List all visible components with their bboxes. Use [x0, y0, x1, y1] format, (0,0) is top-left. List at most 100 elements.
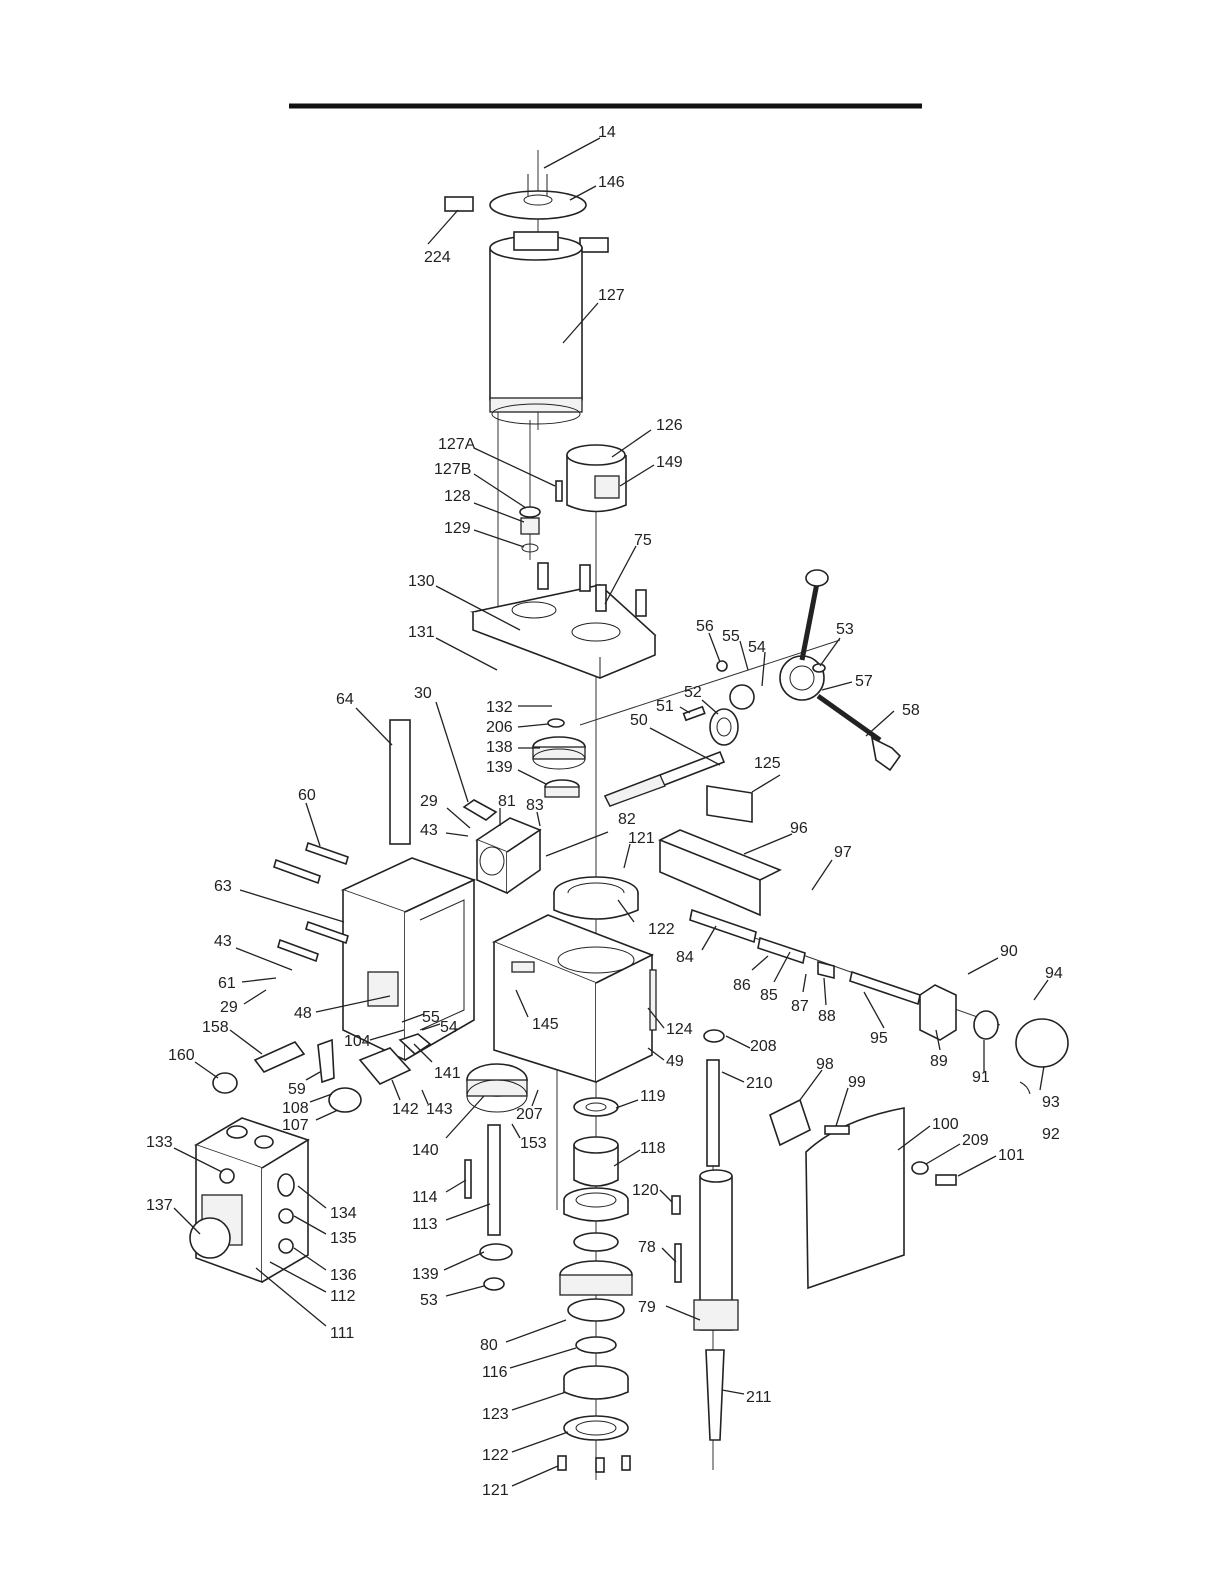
part-label: 53: [420, 1292, 438, 1309]
part-label: 49: [666, 1053, 684, 1070]
part-label: 48: [294, 1005, 312, 1022]
part-label: 209: [962, 1132, 989, 1149]
bearing-upper: [563, 1187, 629, 1222]
part-label: 97: [834, 844, 852, 861]
lever-59: [317, 1038, 335, 1084]
part-label: 158: [202, 1019, 229, 1036]
part-label: 54: [748, 639, 766, 656]
part-label: 29: [420, 793, 438, 810]
part-label: 83: [526, 797, 544, 814]
part-label: 207: [516, 1106, 543, 1123]
part-label: 123: [482, 1406, 509, 1423]
part-label: 122: [482, 1447, 509, 1464]
part-label: 128: [444, 488, 471, 505]
ring-upper: [573, 1232, 619, 1252]
collar-91: [973, 1010, 999, 1040]
part-label: 55: [722, 628, 740, 645]
hub-57: [729, 655, 825, 710]
bearing-119: [573, 1097, 619, 1117]
knob-160: [212, 1072, 238, 1094]
cover-126: [566, 444, 627, 513]
part-label: 143: [426, 1101, 453, 1118]
part-label: 125: [754, 755, 781, 772]
pinion-shaft-50: [603, 750, 726, 808]
pin-56: [716, 660, 728, 672]
leader-lines: [173, 137, 1049, 1487]
part-label: 96: [790, 820, 808, 837]
part-label: 127: [598, 287, 625, 304]
key-120: [671, 1195, 681, 1215]
part-label: 122: [648, 921, 675, 938]
part-label: 149: [656, 454, 683, 471]
part-label: 93: [1042, 1094, 1060, 1111]
part-label: 86: [733, 977, 751, 994]
part-label: 80: [480, 1337, 498, 1354]
part-label: 138: [486, 739, 513, 756]
part-label: 50: [630, 712, 648, 729]
feed-shaft-assembly: [689, 908, 921, 1006]
hub-107: [328, 1087, 362, 1113]
bracket-141: [398, 1033, 432, 1056]
part-label: 130: [408, 573, 435, 590]
clip-92: [1019, 1081, 1031, 1095]
part-label: 111: [330, 1325, 354, 1342]
pin-158: [253, 1041, 306, 1073]
shift-pin-30: [462, 799, 498, 821]
part-label: 129: [444, 520, 471, 537]
part-label: 81: [498, 793, 516, 810]
part-label: 43: [420, 822, 438, 839]
block-81: [475, 817, 542, 895]
brush-holder-224: [444, 196, 609, 253]
part-label: 82: [618, 811, 636, 828]
headstock-124: [492, 914, 657, 1084]
part-label: 135: [330, 1230, 357, 1247]
part-label: 29: [220, 999, 238, 1016]
part-label: 88: [818, 1008, 836, 1025]
bearing-139: [544, 779, 580, 798]
part-label: 61: [218, 975, 236, 992]
part-label: 104: [344, 1033, 371, 1050]
part-label: 57: [855, 673, 873, 690]
nut-208: [703, 1029, 725, 1043]
part-label: 58: [902, 702, 920, 719]
part-label: 30: [414, 685, 432, 702]
quill-79: [693, 1169, 739, 1331]
part-label: 121: [628, 830, 655, 847]
part-label: 91: [972, 1069, 990, 1086]
screws-121: [557, 1455, 631, 1473]
part-label: 85: [760, 987, 778, 1004]
part-label: 87: [791, 998, 809, 1015]
label-plate-125: [706, 785, 753, 823]
cover-100: [805, 1107, 905, 1290]
part-label: 100: [932, 1116, 959, 1133]
bolts-60: [273, 841, 349, 963]
drawbar-210: [706, 1059, 720, 1167]
part-label: 127B: [434, 461, 471, 478]
part-label: 95: [870, 1030, 888, 1047]
part-label: 56: [696, 618, 714, 635]
part-number-labels: 14 146 224 127 127A 127B 126 149 128 129…: [146, 124, 1063, 1499]
part-label: 51: [656, 698, 674, 715]
part-label: 107: [282, 1117, 309, 1134]
gear-80: [559, 1260, 633, 1322]
part-label: 206: [486, 719, 513, 736]
guard-96: [658, 829, 782, 917]
screw-99: [824, 1125, 850, 1135]
screw-101: [935, 1174, 957, 1186]
clip-53: [812, 663, 826, 673]
part-label: 54: [440, 1019, 458, 1036]
part-label: 131: [408, 624, 435, 641]
part-label: 119: [640, 1088, 666, 1105]
part-label: 211: [746, 1389, 772, 1406]
part-label: 53: [836, 621, 854, 638]
part-label: 99: [848, 1074, 866, 1091]
motor-top-cover-146: [489, 174, 587, 220]
bearing-139-lower: [479, 1243, 513, 1261]
gear-138: [532, 736, 586, 770]
part-label: 120: [632, 1182, 659, 1199]
part-label: 124: [666, 1021, 693, 1038]
part-label: 210: [746, 1075, 773, 1092]
gear-140: [466, 1063, 528, 1113]
part-label: 60: [298, 787, 316, 804]
